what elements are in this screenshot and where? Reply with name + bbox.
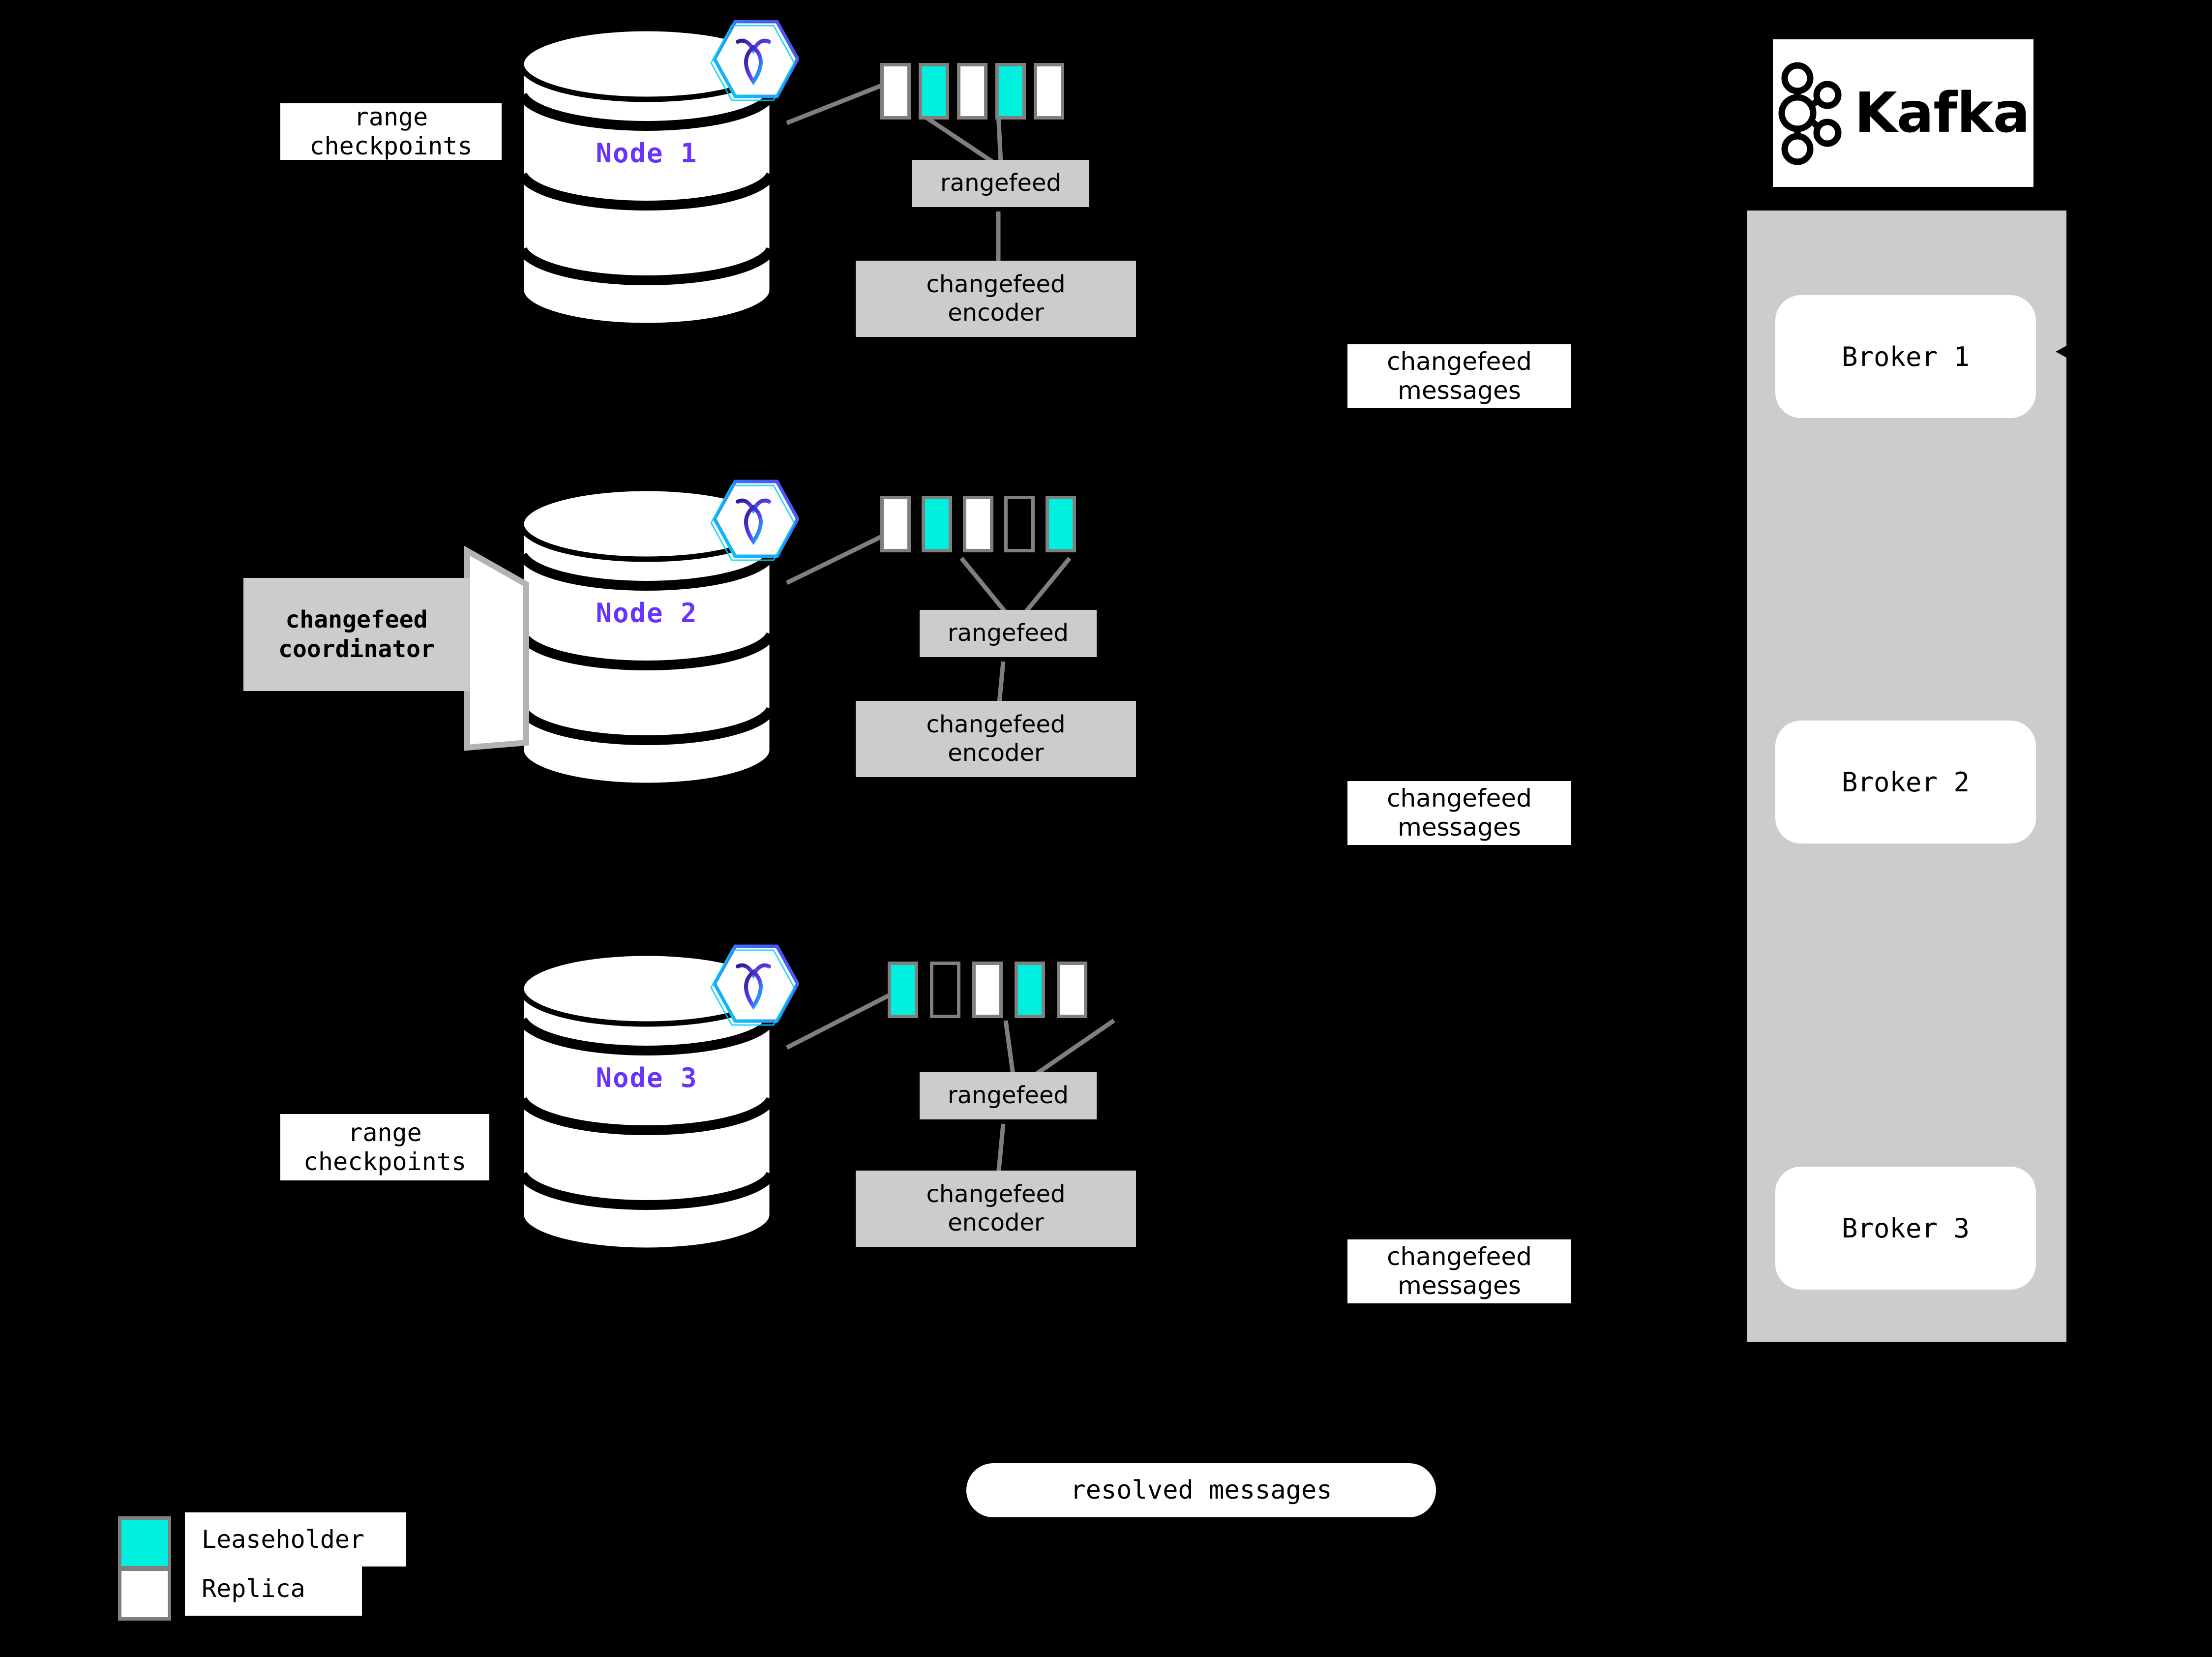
database-cylinder-icon	[517, 27, 776, 327]
coordinator-label-line2: coordinator	[278, 635, 435, 663]
changefeed-messages-line2: messages	[1398, 376, 1521, 405]
coordinator-connector-panel	[464, 546, 529, 751]
node-1: Node 1	[516, 27, 777, 327]
legend-item-leaseholder: Leaseholder	[185, 1512, 406, 1567]
encoder-label-line1: changefeed	[926, 270, 1066, 298]
legend-label: Leaseholder	[202, 1525, 365, 1554]
broker-3[interactable]: Broker 3	[1775, 1167, 2036, 1290]
resolved-messages-pill: resolved messages	[966, 1463, 1436, 1517]
database-cylinder-icon	[517, 952, 776, 1252]
encoder-label-line2: encoder	[948, 739, 1044, 767]
legend-swatch-leaseholder	[118, 1516, 171, 1569]
range-box[interactable]	[972, 962, 1003, 1018]
changefeed-messages-line2: messages	[1398, 1271, 1521, 1300]
range-box[interactable]	[880, 496, 911, 552]
encoder-label-line2: encoder	[948, 299, 1044, 327]
changefeed-encoder-box-node-2[interactable]: changefeed encoder	[856, 701, 1136, 777]
range-box[interactable]	[888, 962, 918, 1018]
range-checkpoints-line2: checkpoints	[309, 131, 473, 160]
legend-label: Replica	[202, 1574, 305, 1603]
rangefeed-box-node-2[interactable]: rangefeed	[920, 610, 1097, 657]
changefeed-encoder-box-node-1[interactable]: changefeed encoder	[856, 261, 1136, 337]
changefeed-messages-line1: changefeed	[1387, 784, 1532, 813]
changefeed-messages-line2: messages	[1398, 813, 1521, 842]
broker-1[interactable]: Broker 1	[1775, 295, 2036, 418]
range-box[interactable]	[1034, 63, 1064, 120]
rangefeed-label: rangefeed	[940, 169, 1061, 197]
range-boxes-node-3	[888, 962, 1087, 1018]
rangefeed-label: rangefeed	[948, 619, 1069, 647]
range-checkpoints-line2: checkpoints	[303, 1147, 467, 1176]
changefeed-messages-label-2: changefeed messages	[1347, 781, 1571, 845]
range-box[interactable]	[880, 63, 911, 120]
range-box[interactable]	[919, 63, 949, 120]
kafka-logo: Kafka	[1773, 39, 2033, 187]
range-box[interactable]	[1004, 496, 1035, 552]
encoder-label-line2: encoder	[948, 1208, 1044, 1236]
range-checkpoints-label-node-1: range checkpoints	[280, 103, 502, 160]
range-box[interactable]	[922, 496, 952, 552]
encoder-label-line1: changefeed	[926, 710, 1066, 738]
node-2: Node 2	[516, 487, 777, 787]
range-checkpoints-label-node-3: range checkpoints	[280, 1114, 489, 1180]
range-boxes-node-1	[880, 63, 1064, 120]
range-box[interactable]	[995, 63, 1026, 120]
legend: Leaseholder Replica	[118, 1512, 423, 1621]
cockroachdb-hexagon-icon	[708, 15, 800, 103]
cockroachdb-hexagon-icon	[708, 475, 800, 563]
kafka-inbound-arrow-icon	[2056, 339, 2078, 364]
node-label: Node 2	[596, 598, 698, 629]
kafka-wordmark: Kafka	[1854, 81, 2030, 145]
range-box[interactable]	[1046, 496, 1076, 552]
changefeed-messages-label-3: changefeed messages	[1347, 1239, 1571, 1303]
legend-item-replica: Replica	[185, 1562, 362, 1616]
broker-label: Broker 1	[1841, 341, 1970, 372]
changefeed-messages-label-1: changefeed messages	[1347, 344, 1571, 408]
changefeed-coordinator-box[interactable]: changefeed coordinator	[243, 578, 470, 691]
range-box[interactable]	[963, 496, 993, 552]
range-box[interactable]	[1057, 962, 1087, 1018]
range-box[interactable]	[1015, 962, 1045, 1018]
changefeed-messages-line1: changefeed	[1387, 347, 1532, 376]
node-label: Node 1	[596, 138, 698, 169]
range-boxes-node-2	[880, 496, 1076, 552]
rangefeed-box-node-3[interactable]: rangefeed	[920, 1072, 1097, 1119]
range-box[interactable]	[957, 63, 987, 120]
broker-2[interactable]: Broker 2	[1775, 721, 2036, 844]
encoder-label-line1: changefeed	[926, 1180, 1066, 1208]
coordinator-label-line1: changefeed	[285, 606, 428, 633]
cockroachdb-hexagon-icon	[708, 939, 800, 1028]
kafka-node-graph-icon	[1778, 62, 1842, 165]
rangefeed-label: rangefeed	[948, 1082, 1069, 1110]
rangefeed-box-node-1[interactable]: rangefeed	[912, 160, 1089, 207]
range-box[interactable]	[930, 962, 960, 1018]
range-checkpoints-line1: range	[354, 103, 428, 131]
resolved-messages-label: resolved messages	[1070, 1476, 1332, 1505]
changefeed-encoder-box-node-3[interactable]: changefeed encoder	[856, 1171, 1136, 1247]
range-checkpoints-line1: range	[348, 1118, 422, 1147]
node-label: Node 3	[596, 1062, 698, 1093]
database-cylinder-icon	[517, 487, 776, 787]
broker-label: Broker 3	[1841, 1212, 1970, 1244]
broker-label: Broker 2	[1841, 766, 1970, 798]
legend-swatch-replica	[118, 1567, 171, 1621]
changefeed-messages-line1: changefeed	[1387, 1242, 1532, 1271]
node-3: Node 3	[516, 952, 777, 1252]
